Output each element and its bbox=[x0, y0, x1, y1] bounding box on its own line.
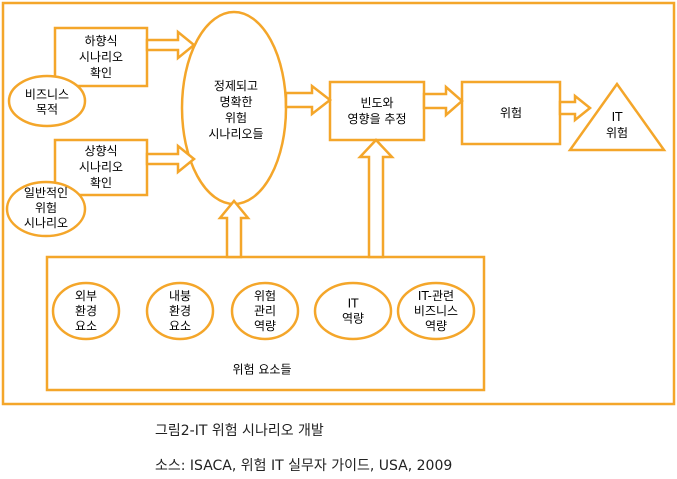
generic-risk-ellipse bbox=[5, 180, 87, 238]
it-capability-ellipse bbox=[313, 281, 393, 341]
arrow-topdown-to-refined bbox=[145, 29, 196, 61]
top-down-box bbox=[53, 26, 149, 88]
arrow-refined-to-frequency bbox=[284, 83, 333, 117]
arrow-bottomup-to-refined bbox=[145, 143, 196, 175]
risk-mgmt-ellipse bbox=[230, 281, 300, 341]
arrow-factors-to-refined bbox=[217, 199, 251, 259]
risk-label: 위험 bbox=[500, 106, 522, 120]
source-caption: 소스: ISACA, 위험 IT 실무자 가이드, USA, 2009 bbox=[155, 458, 453, 474]
bottom-up-box bbox=[53, 138, 149, 197]
arrow-factors-to-frequency bbox=[357, 138, 395, 259]
it-risk-triangle bbox=[567, 81, 667, 152]
external-factors-ellipse bbox=[51, 281, 121, 341]
figure-caption: 그림2-IT 위험 시나리오 개발 bbox=[155, 423, 324, 439]
business-goal-ellipse bbox=[7, 74, 87, 128]
arrow-frequency-to-risk bbox=[422, 84, 464, 118]
outer-frame bbox=[1, 1, 676, 406]
arrow-risk-to-it-risk bbox=[558, 93, 593, 123]
frequency-impact-box bbox=[328, 80, 426, 142]
it-business-ellipse bbox=[396, 281, 476, 341]
internal-factors-ellipse bbox=[145, 281, 215, 341]
risk-factors-label: 위험 요소들 bbox=[232, 362, 291, 376]
